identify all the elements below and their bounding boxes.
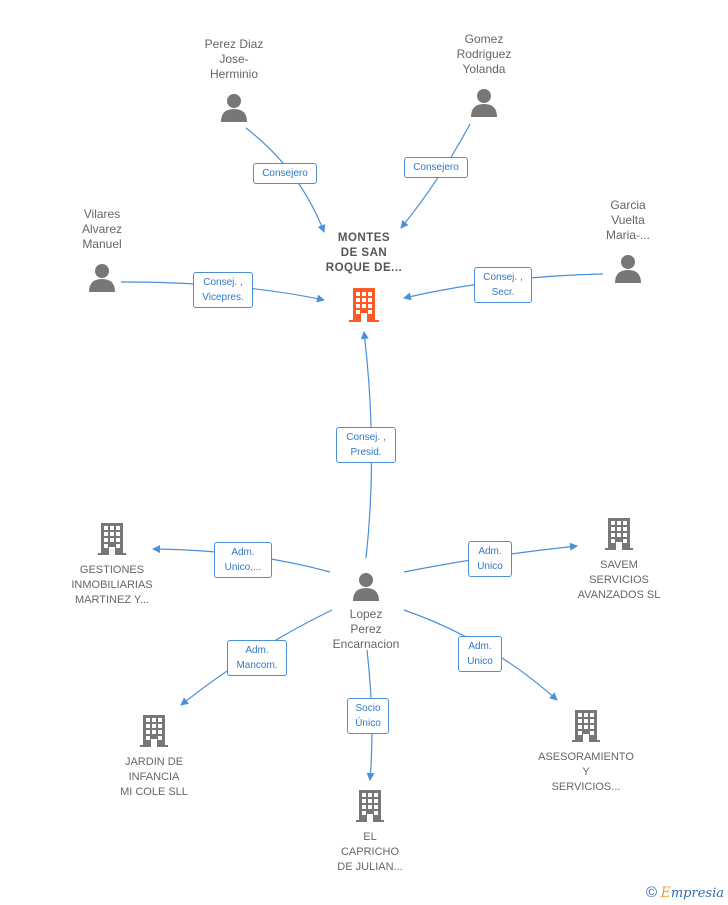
building-icon <box>98 523 126 555</box>
person-icon <box>471 89 497 117</box>
brand-initial: E <box>660 885 671 901</box>
edge-label-gomez[interactable]: Consejero <box>404 157 468 178</box>
building-icon <box>349 288 379 322</box>
edge-label-savem[interactable]: Adm. Unico <box>468 541 512 577</box>
building-icon <box>356 790 384 822</box>
company-node-capricho[interactable]: EL CAPRICHO DE JULIAN... <box>310 788 430 875</box>
main-company-node[interactable]: MONTES DE SAN ROQUE DE... <box>318 231 410 324</box>
person-icon <box>615 255 641 283</box>
edge-gomez <box>400 123 471 229</box>
company-node-asesoramiento[interactable]: ASESORAMIENTO Y SERVICIOS... <box>526 708 646 795</box>
person-label: Perez Diaz Jose- Herminio <box>204 37 264 81</box>
person-node-lopez[interactable]: Lopez Perez Encarnacion <box>316 571 416 652</box>
brand-footer[interactable]: © Empresia <box>646 884 724 901</box>
edge-label-asesoramiento[interactable]: Adm. Unico <box>458 636 502 672</box>
edge-label-vilares[interactable]: Consej. , Vicepres. <box>193 272 253 308</box>
company-node-savem[interactable]: SAVEM SERVICIOS AVANZADOS SL <box>559 516 679 603</box>
building-icon <box>605 518 633 550</box>
person-label: Vilares Alvarez Manuel <box>81 207 122 251</box>
person-icon <box>89 264 115 292</box>
person-icon <box>221 94 247 122</box>
company-node-gestiones[interactable]: GESTIONES INMOBILIARIAS MARTINEZ Y... <box>52 521 172 608</box>
person-label: Lopez Perez Encarnacion <box>332 607 400 651</box>
company-label: JARDIN DE INFANCIA MI COLE SLL <box>120 756 188 798</box>
company-label: GESTIONES INMOBILIARIAS MARTINEZ Y... <box>71 564 153 606</box>
edge-label-lopez-main[interactable]: Consej. , Presid. <box>336 427 396 463</box>
edge-label-capricho[interactable]: Socio Único <box>347 698 389 734</box>
main-company-label: MONTES DE SAN ROQUE DE... <box>325 232 403 274</box>
brand-name: mpresia <box>670 886 724 901</box>
building-icon <box>572 710 600 742</box>
copyright-icon: © <box>645 884 657 901</box>
company-label: SAVEM SERVICIOS AVANZADOS SL <box>577 559 661 601</box>
company-node-jardin[interactable]: JARDIN DE INFANCIA MI COLE SLL <box>94 713 214 800</box>
person-icon <box>353 573 379 601</box>
edge-label-jardin[interactable]: Adm. Mancom. <box>227 640 287 676</box>
edge-label-gestiones[interactable]: Adm. Unico,... <box>214 542 272 578</box>
building-icon <box>140 715 168 747</box>
company-label: ASESORAMIENTO Y SERVICIOS... <box>538 751 634 793</box>
person-node-gomez[interactable]: Gomez Rodriguez Yolanda <box>434 32 534 117</box>
person-node-garcia[interactable]: Garcia Vuelta Maria-... <box>578 198 678 283</box>
person-label: Gomez Rodriguez Yolanda <box>456 32 512 76</box>
person-node-vilares[interactable]: Vilares Alvarez Manuel <box>52 207 152 292</box>
edge-label-perez-diaz[interactable]: Consejero <box>253 163 317 184</box>
person-label: Garcia Vuelta Maria-... <box>605 198 650 242</box>
person-node-perez-diaz[interactable]: Perez Diaz Jose- Herminio <box>184 37 284 122</box>
company-label: EL CAPRICHO DE JULIAN... <box>337 831 403 873</box>
edge-label-garcia[interactable]: Consej. , Secr. <box>474 267 532 303</box>
